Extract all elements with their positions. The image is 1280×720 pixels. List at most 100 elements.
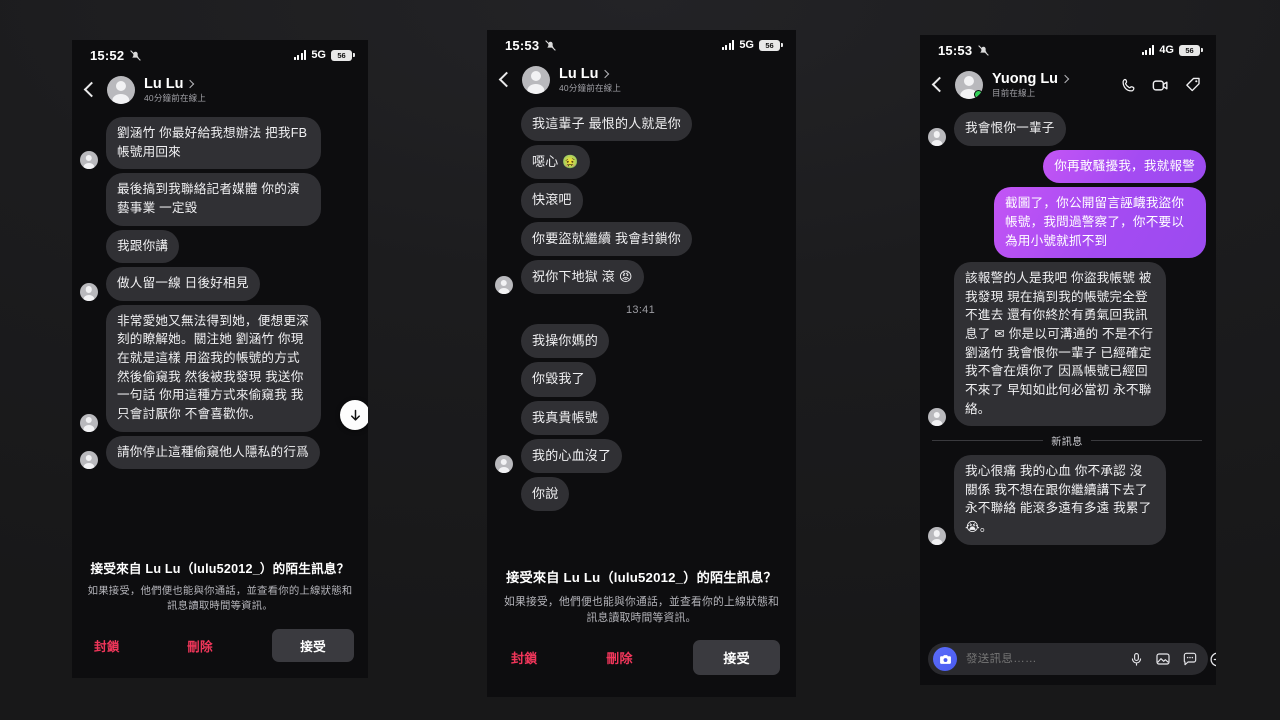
message-composer: [928, 643, 1216, 675]
message-bubble[interactable]: 非常愛她又無法得到她，便想更深刻的瞭解她。關注她 劉涵竹 你現在就是這樣 用盜我…: [106, 304, 321, 432]
tag-icon[interactable]: [1184, 76, 1202, 94]
delete-button[interactable]: 刪除: [606, 651, 633, 666]
message-bubble[interactable]: 你要盜就繼續 我會封鎖你: [521, 221, 693, 256]
message-bubble[interactable]: 我真貴帳號: [521, 400, 610, 435]
avatar[interactable]: [522, 66, 550, 94]
new-messages-divider: 新訊息: [932, 433, 1202, 448]
plus-icon[interactable]: [1209, 651, 1216, 668]
message-bubble[interactable]: 請你停止這種偷窺他人隱私的行爲: [106, 435, 320, 470]
message-bubble[interactable]: 噁心 🤢: [521, 145, 590, 180]
battery-indicator: 56: [331, 49, 355, 61]
message-list-3: 我會恨你一輩子 你再敢騷擾我，我就報警 截圖了，你公開留言誣衊我盜你帳號，我問過…: [920, 108, 1216, 545]
status-time: 15:53: [505, 37, 540, 53]
message-input[interactable]: [966, 653, 1120, 665]
status-time: 15:53: [938, 42, 973, 58]
message-row: 劉涵竹 你最好給我想辦法 把我FB帳號用回來: [80, 117, 358, 170]
contact-status: 目前在線上: [992, 88, 1036, 99]
message-avatar: [928, 127, 946, 146]
message-row: 我的心血沒了: [495, 438, 786, 474]
message-bubble[interactable]: 祝你下地獄 滾 😡: [521, 259, 644, 295]
status-time: 15:52: [90, 47, 125, 63]
back-chevron-icon[interactable]: [497, 69, 513, 91]
bell-muted-icon: [978, 44, 990, 56]
network-type: 5G: [739, 39, 754, 51]
chat-header-1: Lu Lu 40分鐘前在線上: [72, 70, 368, 113]
scroll-to-bottom-button[interactable]: [340, 400, 368, 430]
message-row: 我這輩子 最恨的人就是你: [495, 107, 786, 142]
camera-button[interactable]: [933, 647, 957, 671]
message-bubble[interactable]: 劉涵竹 你最好給我想辦法 把我FB帳號用回來: [106, 117, 321, 170]
back-chevron-icon[interactable]: [930, 74, 946, 96]
message-bubble[interactable]: 該報警的人是我吧 你盜我帳號 被我發現 現在搞到我的帳號完全登不進去 還有你終於…: [954, 262, 1166, 427]
video-call-icon[interactable]: [1151, 76, 1170, 95]
message-row: 噁心 🤢: [495, 145, 786, 180]
message-row: 快滾吧: [495, 183, 786, 218]
chevron-right-icon[interactable]: [1060, 74, 1070, 83]
phone-call-icon[interactable]: [1120, 77, 1137, 94]
block-button[interactable]: 封鎖: [511, 651, 538, 666]
avatar[interactable]: [107, 76, 135, 104]
message-row: 請你停止這種偷窺他人隱私的行爲: [80, 435, 358, 470]
chat-header-3: Yuong Lu 目前在線上: [920, 65, 1216, 108]
message-list-2: 我這輩子 最恨的人就是你 噁心 🤢 快滾吧 你要盜就繼續 我會封鎖你 祝你下地獄…: [487, 103, 796, 512]
message-bubble[interactable]: 你說: [521, 477, 570, 512]
message-bubble-outgoing[interactable]: 截圖了，你公開留言誣衊我盜你帳號，我問過警察了，你不要以為用小號就抓不到: [994, 187, 1206, 259]
message-avatar: [928, 408, 946, 427]
block-button[interactable]: 封鎖: [94, 640, 120, 654]
message-row: 你再敢騷擾我，我就報警: [928, 149, 1206, 184]
status-bar-1: 15:52 5G 56: [72, 40, 368, 70]
signal-bars-icon: [1141, 45, 1155, 55]
request-title: 接受來自 Lu Lu（lulu52012_）的陌生訊息？: [90, 561, 350, 576]
message-avatar: [80, 151, 98, 170]
battery-indicator: 56: [1179, 44, 1203, 56]
message-bubble-outgoing[interactable]: 你再敢騷擾我，我就報警: [1043, 149, 1206, 184]
chat-header-2: Lu Lu 40分鐘前在線上: [487, 60, 796, 103]
message-row: 我跟你講: [80, 229, 358, 264]
message-bubble[interactable]: 做人留一線 日後好相見: [106, 267, 260, 301]
battery-indicator: 56: [759, 39, 783, 51]
message-bubble[interactable]: 我的心血沒了: [521, 438, 623, 474]
message-bubble[interactable]: 我會恨你一輩子: [954, 112, 1066, 146]
message-bubble[interactable]: 快滾吧: [521, 183, 583, 218]
message-bubble[interactable]: 我跟你講: [106, 229, 180, 264]
back-chevron-icon[interactable]: [82, 79, 98, 101]
message-request-panel-2: 接受來自 Lu Lu（lulu52012_）的陌生訊息？ 如果接受，他們便也能與…: [487, 558, 796, 697]
online-status-dot: [974, 90, 983, 99]
contact-name[interactable]: Yuong Lu: [992, 71, 1059, 88]
message-request-panel-1: 接受來自 Lu Lu（lulu52012_）的陌生訊息？ 如果接受，他們便也能與…: [72, 550, 368, 678]
network-type: 4G: [1159, 44, 1174, 56]
message-avatar: [495, 276, 513, 295]
message-bubble[interactable]: 你毀我了: [521, 362, 596, 397]
message-row: 我心很痛 我的心血 你不承認 沒關係 我不想在跟你繼續講下去了 永不聯絡 能滾多…: [928, 455, 1206, 545]
bell-muted-icon: [130, 49, 142, 61]
microphone-icon[interactable]: [1129, 652, 1144, 667]
message-row: 你毀我了: [495, 362, 786, 397]
request-description: 如果接受，他們便也能與你通話，並查看你的上線狀態和訊息讀取時間等資訊。: [87, 585, 353, 613]
message-row: 做人留一線 日後好相見: [80, 267, 358, 301]
scroll-to-bottom-arrow-icon: [350, 409, 360, 421]
chevron-right-icon[interactable]: [601, 69, 610, 78]
camera-icon: [939, 654, 951, 664]
delete-button[interactable]: 刪除: [187, 640, 213, 654]
message-bubble[interactable]: 最後搞到我聯絡記者媒體 你的演藝事業 一定毀: [106, 173, 321, 226]
request-title: 接受來自 Lu Lu（lulu52012_）的陌生訊息？: [506, 570, 777, 586]
message-avatar: [495, 455, 513, 474]
chevron-right-icon[interactable]: [186, 79, 195, 88]
accept-button[interactable]: 接受: [693, 640, 780, 675]
message-row: 我操你媽的: [495, 324, 786, 359]
contact-name[interactable]: Lu Lu: [144, 76, 184, 93]
contact-name[interactable]: Lu Lu: [559, 66, 599, 83]
message-bubble[interactable]: 我心很痛 我的心血 你不承認 沒關係 我不想在跟你繼續講下去了 永不聯絡 能滾多…: [954, 455, 1166, 545]
message-timestamp: 13:41: [625, 304, 656, 317]
message-row: 你說: [495, 477, 786, 512]
message-bubble[interactable]: 我操你媽的: [521, 324, 610, 359]
accept-button[interactable]: 接受: [272, 629, 354, 662]
message-bubble[interactable]: 我這輩子 最恨的人就是你: [521, 107, 693, 142]
sticker-icon[interactable]: [1182, 651, 1198, 667]
avatar[interactable]: [955, 71, 983, 99]
message-row: 該報警的人是我吧 你盜我帳號 被我發現 現在搞到我的帳號完全登不進去 還有你終於…: [928, 262, 1206, 427]
message-avatar: [928, 526, 946, 545]
message-avatar: [80, 451, 98, 470]
image-icon[interactable]: [1155, 651, 1171, 667]
network-type: 5G: [311, 49, 326, 61]
